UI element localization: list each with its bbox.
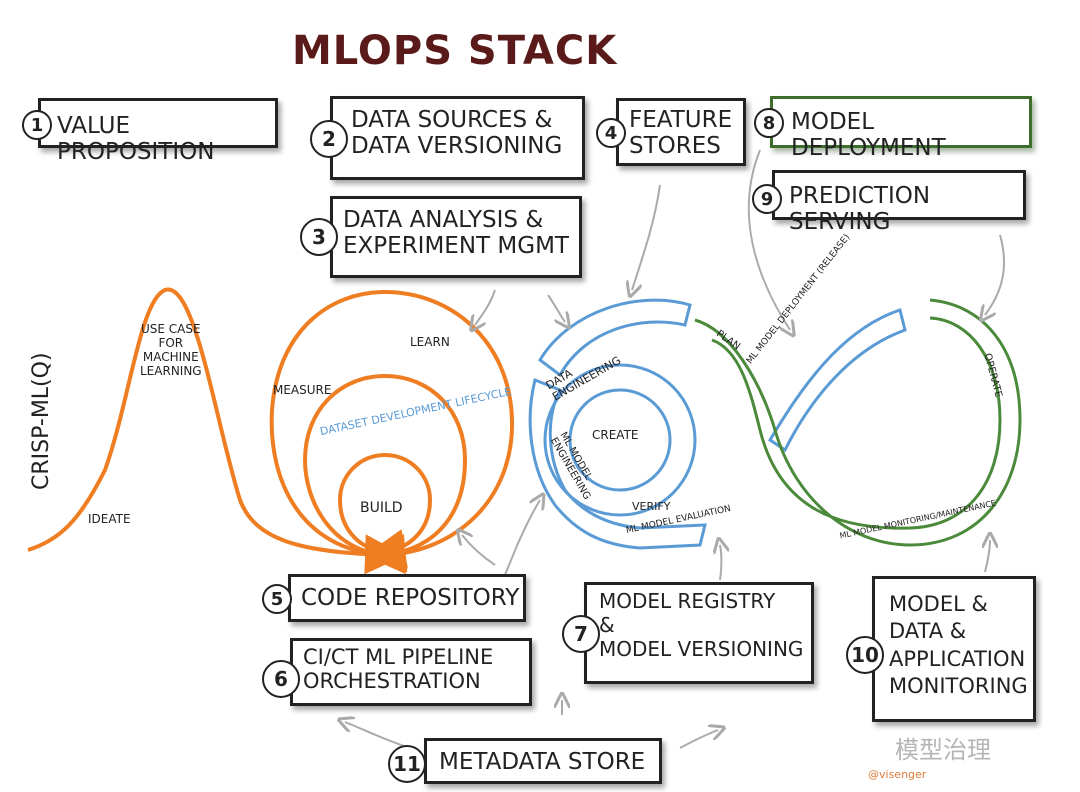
component-number: 1: [22, 110, 52, 140]
component-value-proposition: VALUE PROPOSITION: [38, 98, 278, 165]
page-title: MLOPS STACK: [292, 28, 618, 74]
component-number: 9: [752, 184, 782, 214]
component-number: 6: [262, 660, 300, 698]
crisp-ml-label: CRISP-ML(Q): [29, 352, 54, 490]
orange-lifecycle: [27, 287, 515, 575]
inner-loop: [337, 452, 433, 569]
create-label: CREATE: [592, 428, 639, 442]
component-model-registry: MODEL REGISTRY & MODEL VERSIONING: [584, 582, 814, 684]
component-number: 3: [300, 218, 338, 256]
outer-loop: [269, 289, 515, 575]
component-data-sources: DATA SOURCES & DATA VERSIONING: [330, 96, 585, 180]
component-label: MODEL DEPLOYMENT: [791, 109, 946, 162]
blue-loop: [528, 298, 907, 550]
component-label: CODE REPOSITORY: [301, 585, 520, 611]
use-case-label: USE CASE FOR MACHINE LEARNING: [140, 322, 202, 378]
middle-loop: [302, 373, 468, 573]
component-label: METADATA STORE: [439, 749, 646, 775]
watermark: 模型治理: [895, 736, 991, 764]
component-label: PREDICTION SERVING: [789, 183, 931, 236]
component-data-analysis: DATA ANALYSIS & EXPERIMENT MGMT: [330, 196, 582, 278]
learn-label: LEARN: [410, 335, 450, 349]
ideate-label: IDEATE: [88, 512, 131, 526]
connector-arrows: [345, 149, 1006, 749]
ideate-curve: [27, 287, 405, 575]
component-number: 4: [596, 118, 626, 148]
component-feature-stores: FEATURE STORES: [616, 98, 746, 166]
component-number: 7: [562, 615, 600, 653]
build-label: BUILD: [360, 500, 403, 516]
measure-label: MEASURE: [273, 383, 332, 397]
component-cict-pipeline: CI/CT ML PIPELINE ORCHESTRATION: [290, 638, 532, 706]
author-credit: @visenger: [868, 768, 927, 781]
component-monitoring: MODEL & DATA & APPLICATION MONITORING: [872, 576, 1036, 722]
verify-label: VERIFY: [632, 500, 671, 513]
component-metadata-store: METADATA STORE: [424, 738, 662, 784]
component-label: VALUE PROPOSITION: [57, 113, 215, 166]
component-number: 10: [846, 636, 884, 674]
component-number: 11: [388, 745, 426, 783]
component-number: 5: [262, 584, 292, 614]
component-number: 8: [754, 108, 784, 138]
component-number: 2: [310, 120, 348, 158]
green-loop: [694, 298, 1022, 547]
component-model-deployment: MODEL DEPLOYMENT: [770, 96, 1032, 161]
component-code-repository: CODE REPOSITORY: [288, 574, 526, 622]
component-prediction-serving: PREDICTION SERVING: [772, 170, 1026, 235]
